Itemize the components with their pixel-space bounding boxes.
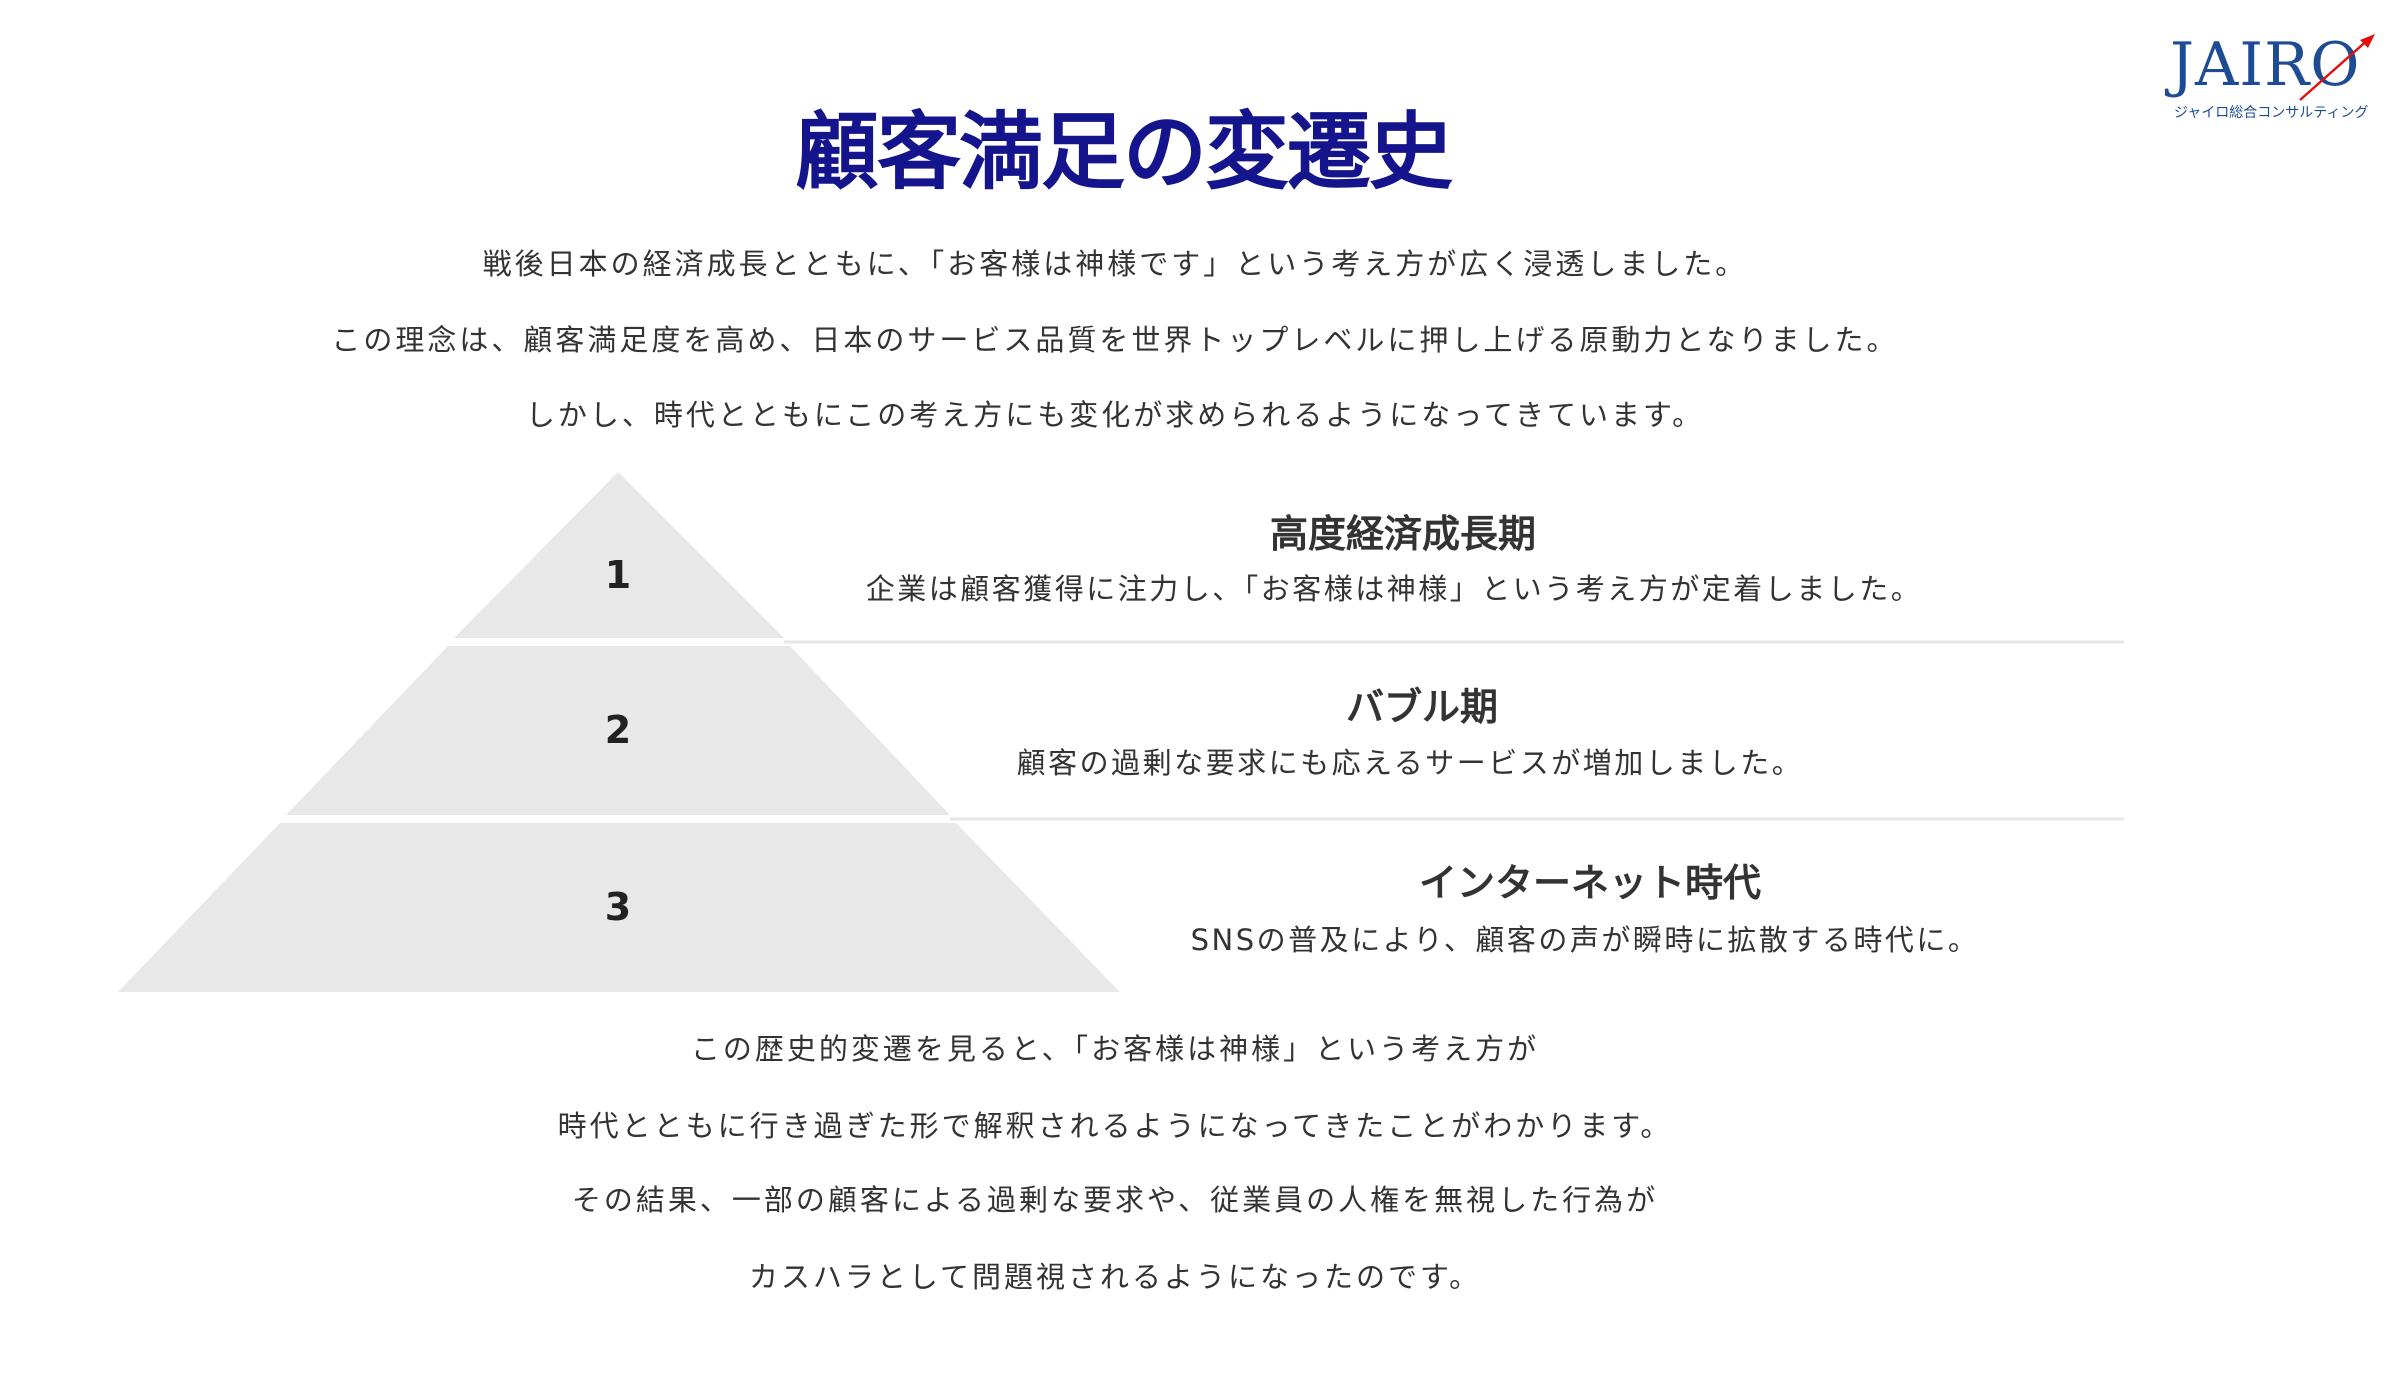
tier-number: 1 (604, 553, 632, 597)
intro-line: この理念は、顧客満足度を高め、日本のサービス品質を世界トップレベルに押し上げる原… (331, 323, 1899, 357)
tier-description: SNSの普及により、顧客の声が瞬時に拡散する時代に。 (1190, 923, 1980, 957)
logo-subtitle: ジャイロ総合コンサルティング (2174, 105, 2369, 121)
conclusion-line: 時代とともに行き過ぎた形で解釈されるようになってきたことがわかります。 (557, 1109, 1673, 1143)
tier-number: 3 (604, 885, 632, 929)
tier-heading: インターネット時代 (1418, 861, 1761, 905)
logo-wordmark: JAIRO (2170, 30, 2361, 100)
conclusion-line: この歴史的変遷を見ると、「お客様は神様」という考え方が (690, 1032, 1540, 1066)
pyramid-tier-1 (454, 472, 784, 638)
conclusion-line: カスハラとして問題視されるようになったのです。 (748, 1260, 1482, 1294)
tier-description: 顧客の過剰な要求にも応えるサービスが増加しました。 (1016, 746, 1804, 780)
tier-number: 2 (604, 708, 632, 752)
intro-line: 戦後日本の経済成長とともに、「お客様は神様です」という考え方が広く浸透しました。 (482, 247, 1748, 281)
intro-line: しかし、時代とともにこの考え方にも変化が求められるようになってきています。 (525, 398, 1705, 432)
tier-description: 企業は顧客獲得に注力し、「お客様は神様」という考え方が定着しました。 (865, 572, 1923, 606)
logo-arrow-icon (2299, 34, 2375, 101)
tier-heading: バブル期 (1345, 685, 1498, 729)
jairo-logo: JAIRO ジャイロ総合コンサルティング (2170, 30, 2380, 125)
tier-heading: 高度経済成長期 (1269, 512, 1536, 556)
conclusion-line: その結果、一部の顧客による過剰な要求や、従業員の人権を無視した行為が (571, 1183, 1659, 1217)
pyramid-tier-3 (118, 823, 1120, 992)
pyramid-tier-2 (286, 646, 950, 815)
page-title: 顧客満足の変遷史 (794, 103, 1453, 201)
